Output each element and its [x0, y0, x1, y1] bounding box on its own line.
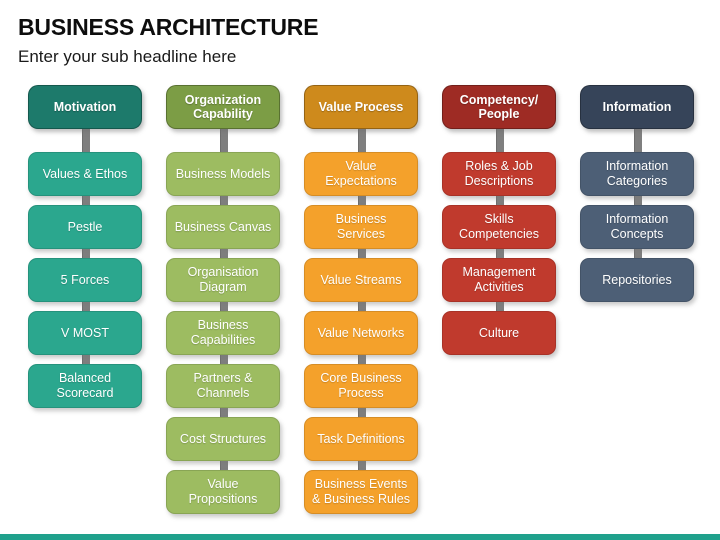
column-item: Value Networks: [304, 311, 418, 355]
column-item: Business Models: [166, 152, 280, 196]
column-item: 5 Forces: [28, 258, 142, 302]
column-item: Core Business Process: [304, 364, 418, 408]
column-item: Pestle: [28, 205, 142, 249]
column-item: Culture: [442, 311, 556, 355]
column-header-motivation: Motivation: [28, 85, 142, 129]
column-item: Partners & Channels: [166, 364, 280, 408]
column-item: Skills Competencies: [442, 205, 556, 249]
column-item: Business Services: [304, 205, 418, 249]
footer-accent-bar: [0, 534, 720, 540]
column-item: Task Definitions: [304, 417, 418, 461]
column-item: Balanced Scorecard: [28, 364, 142, 408]
column-item: Business Canvas: [166, 205, 280, 249]
column-item: Organisation Diagram: [166, 258, 280, 302]
page-title: BUSINESS ARCHITECTURE: [18, 14, 319, 40]
column-item: Management Activities: [442, 258, 556, 302]
column-item: Roles & Job Descriptions: [442, 152, 556, 196]
column-item: Business Events & Business Rules: [304, 470, 418, 514]
column-item: Information Concepts: [580, 205, 694, 249]
column-item: Value Propositions: [166, 470, 280, 514]
page-subtitle: Enter your sub headline here: [18, 47, 237, 66]
column-item: Value Expectations: [304, 152, 418, 196]
column-header-information: Information: [580, 85, 694, 129]
column-item: Information Categories: [580, 152, 694, 196]
column-item: Business Capabilities: [166, 311, 280, 355]
column-header-competency-people: Competency/ People: [442, 85, 556, 129]
column-item: Values & Ethos: [28, 152, 142, 196]
column-header-organization-capability: Organization Capability: [166, 85, 280, 129]
column-item: V MOST: [28, 311, 142, 355]
column-item: Cost Structures: [166, 417, 280, 461]
column-header-value-process: Value Process: [304, 85, 418, 129]
column-item: Repositories: [580, 258, 694, 302]
column-item: Value Streams: [304, 258, 418, 302]
